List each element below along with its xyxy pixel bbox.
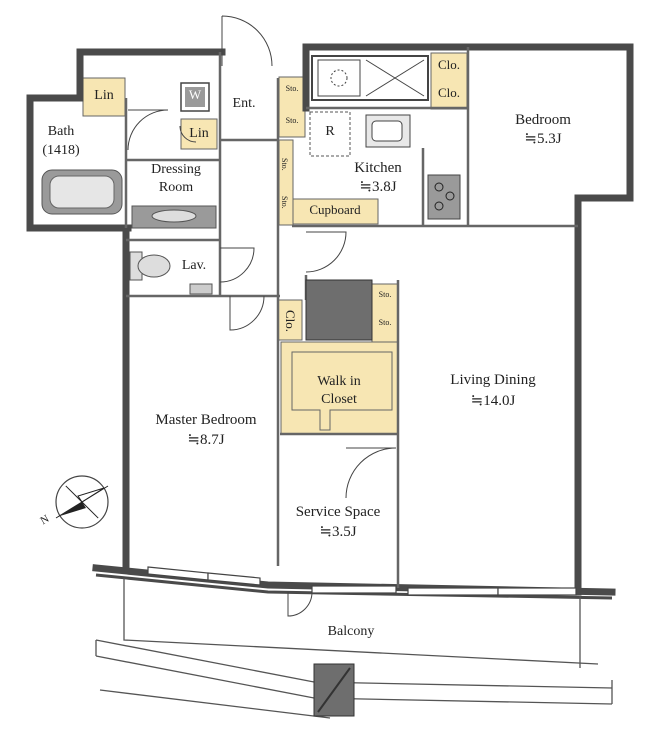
clo-label-bedroom-bottom: Clo. bbox=[437, 85, 461, 100]
kitchen-sink bbox=[365, 114, 411, 148]
interior-walls bbox=[124, 47, 578, 588]
sto-label-hall-1: Sto. bbox=[280, 157, 290, 171]
bedroom-name: Bedroom bbox=[515, 112, 571, 128]
cupboard-label: Cupboard bbox=[309, 202, 361, 217]
refrigerator-space bbox=[309, 111, 351, 157]
lin-label-2: Lin bbox=[189, 126, 209, 141]
sto-label-ld-1: Sto. bbox=[378, 290, 392, 299]
walk-in-closet-line2: Closet bbox=[321, 392, 357, 407]
kitchen-name: Kitchen bbox=[354, 160, 402, 176]
bath-size: (1418) bbox=[42, 143, 80, 158]
sto-label-hall-2: Sto. bbox=[280, 195, 290, 209]
exterior-bottom-line bbox=[95, 573, 613, 600]
living-dining-name: Living Dining bbox=[450, 372, 536, 388]
toilet bbox=[129, 251, 213, 295]
top-counter bbox=[311, 55, 429, 101]
stove bbox=[427, 174, 461, 220]
walk-in-closet-line1: Walk in bbox=[317, 374, 361, 389]
dressing-room-line2: Room bbox=[158, 180, 194, 195]
clo-label-master: Clo. bbox=[282, 309, 298, 333]
walk-in-closet-shelf bbox=[291, 351, 393, 431]
bath-name: Bath bbox=[47, 124, 75, 139]
living-dining-size: ≒14.0J bbox=[470, 393, 516, 409]
door-swings bbox=[127, 15, 397, 617]
bathtub bbox=[41, 169, 123, 215]
entrance-label: Ent. bbox=[232, 96, 256, 111]
master-bedroom-size: ≒8.7J bbox=[187, 432, 225, 448]
cupboard-storage bbox=[291, 198, 379, 225]
dressing-room-line1: Dressing bbox=[151, 162, 201, 177]
kitchen-size: ≒3.8J bbox=[359, 179, 397, 195]
clo-storage-master bbox=[277, 299, 303, 341]
vanity-sink bbox=[131, 205, 217, 229]
sto-label-ent-2: Sto. bbox=[285, 116, 299, 125]
service-space-name: Service Space bbox=[295, 504, 381, 520]
compass-rose bbox=[55, 475, 109, 529]
master-bedroom-name: Master Bedroom bbox=[155, 412, 257, 428]
lin-storage-2 bbox=[180, 118, 218, 150]
service-space-size: ≒3.5J bbox=[319, 524, 357, 540]
walk-in-closet-storage bbox=[280, 341, 399, 435]
sto-label-ent-1: Sto. bbox=[285, 84, 299, 93]
balcony-label: Balcony bbox=[327, 624, 375, 639]
bedroom-size: ≒5.3J bbox=[524, 131, 562, 147]
washer-label: W bbox=[188, 87, 202, 102]
clo-label-bedroom-top: Clo. bbox=[437, 57, 461, 72]
lin-label-1: Lin bbox=[94, 88, 114, 103]
sto-label-ld-2: Sto. bbox=[378, 318, 392, 327]
pipe-shaft bbox=[305, 279, 373, 341]
refrigerator-label: R bbox=[325, 124, 335, 139]
lavatory-label: Lav. bbox=[181, 258, 207, 273]
windows bbox=[147, 566, 577, 596]
storage-fills bbox=[82, 52, 468, 435]
